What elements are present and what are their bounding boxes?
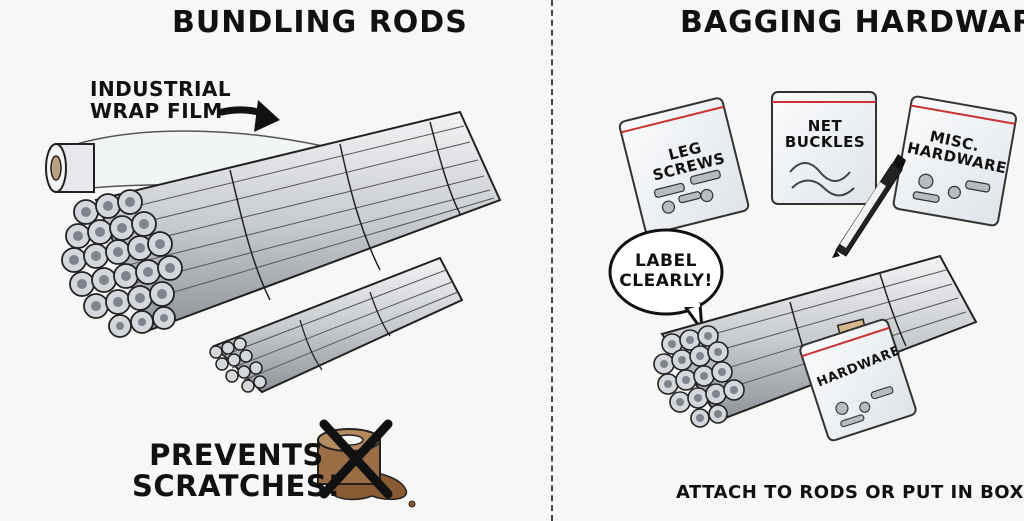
bag-net-buckles-line1: NET bbox=[807, 117, 843, 135]
right-rod-bundle bbox=[653, 254, 978, 428]
large-rod-bundle bbox=[61, 110, 502, 338]
right-panel-title: BAGGING HARDWARE bbox=[680, 5, 1024, 40]
prevents-scratches-label: PREVENTS SCRATCHES! bbox=[132, 438, 341, 504]
bubble-line2: CLEARLY! bbox=[619, 270, 713, 291]
left-panel-title: BUNDLING RODS bbox=[172, 5, 468, 40]
bag-misc-hardware bbox=[892, 95, 1017, 227]
label-clearly-text: LABEL CLEARLY! bbox=[618, 251, 714, 291]
panel-divider bbox=[551, 0, 553, 521]
bag-net-buckles-line2: BUCKLES bbox=[784, 133, 866, 152]
wrap-film-label-line2: WRAP FILM bbox=[90, 99, 223, 124]
bubble-line1: LABEL bbox=[635, 251, 697, 271]
speech-bubble bbox=[608, 228, 724, 332]
small-rod-bundle bbox=[209, 256, 464, 394]
bag-hardware-attached bbox=[799, 318, 917, 442]
bag-leg-screws bbox=[618, 97, 750, 235]
wrap-film-label: INDUSTRIAL WRAP FILM bbox=[90, 78, 231, 123]
bag-net-buckles bbox=[771, 91, 877, 205]
no-tape-icon bbox=[317, 419, 416, 508]
bag-net-buckles-label: NET BUCKLES bbox=[780, 117, 870, 152]
prevents-line1: PREVENTS bbox=[149, 438, 324, 472]
marker-pen-icon bbox=[832, 154, 906, 258]
arrow-icon bbox=[218, 100, 280, 132]
attach-instruction: ATTACH TO RODS OR PUT IN BOX bbox=[676, 482, 1024, 503]
prevents-line2: SCRATCHES! bbox=[132, 469, 341, 504]
wrap-film-label-line1: INDUSTRIAL bbox=[90, 77, 232, 101]
